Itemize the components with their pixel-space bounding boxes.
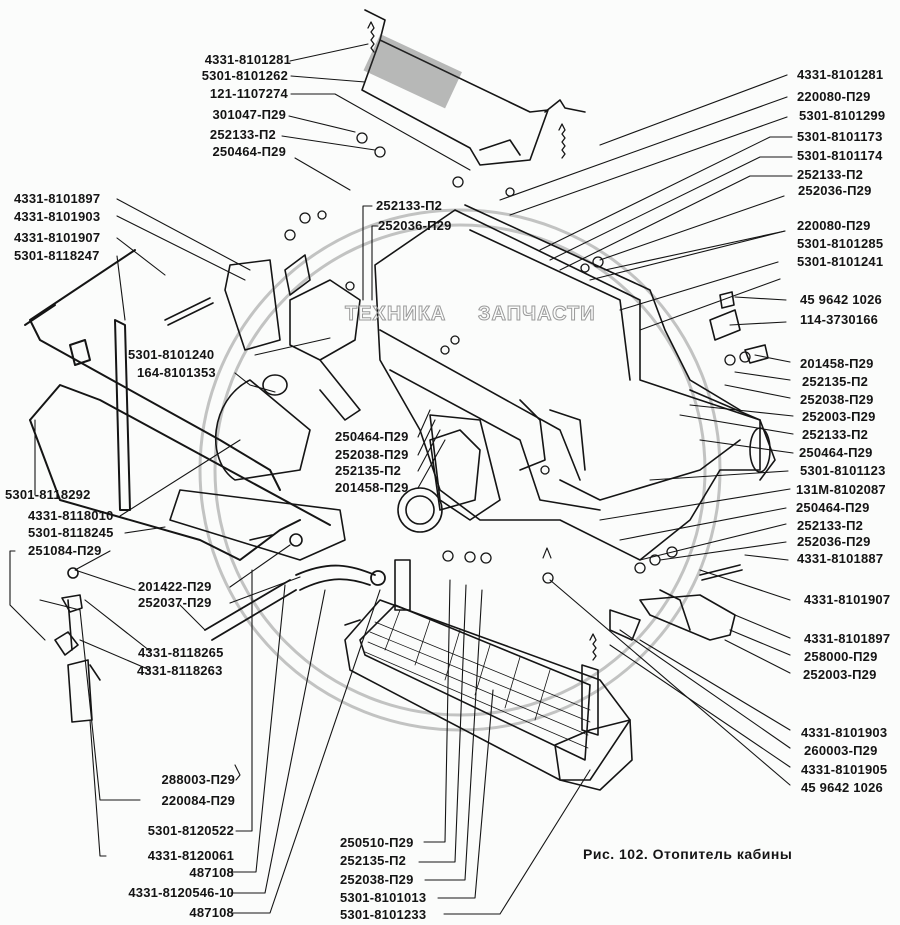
part-label: 5301-8101233 [340, 907, 427, 922]
damper-flap [361, 9, 586, 166]
part-label: 258000-П29 [804, 649, 878, 664]
part-label: 4331-8101903 [14, 209, 101, 224]
part-label: 5301-8118292 [5, 487, 91, 502]
part-label: 5301-8101285 [797, 236, 884, 251]
part-label: 5301-8101174 [797, 148, 883, 163]
leader-lines [9, 43, 794, 915]
heater-housing [374, 204, 776, 561]
part-label: 4331-8118010 [28, 508, 114, 523]
part-label: 5301-8101240 [128, 347, 215, 362]
latch-assembly [609, 291, 769, 641]
part-label: 252135-П2 [802, 374, 869, 389]
part-label: 201458-П29 [800, 356, 874, 371]
part-label: 250464-П29 [335, 429, 409, 444]
part-label: 131М-8102087 [796, 482, 886, 497]
part-label: 487108 [189, 865, 234, 880]
part-label: 4331-8101897 [14, 191, 101, 206]
hose [204, 564, 386, 641]
part-label: 252036-П29 [378, 218, 452, 233]
pin-and-clamp [54, 297, 214, 723]
part-label: 201422-П29 [138, 579, 212, 594]
part-label: 252036-П29 [797, 534, 871, 549]
part-label: 487108 [189, 905, 234, 920]
part-label: 252038-П29 [800, 392, 874, 407]
part-label: 252003-П29 [803, 667, 877, 682]
part-label: 252133-П2 [802, 427, 869, 442]
part-label: 250464-П29 [796, 500, 870, 515]
part-label: 45 9642 1026 [801, 780, 883, 795]
part-label: 252003-П29 [802, 409, 876, 424]
part-label: 251084-П29 [28, 543, 102, 558]
radiator-core [344, 559, 633, 791]
part-label: 4331-8101905 [801, 762, 888, 777]
part-label: 250464-П29 [212, 144, 286, 159]
part-label: 252038-П29 [335, 447, 409, 462]
fasteners [284, 132, 751, 584]
part-label: 260003-П29 [804, 743, 878, 758]
part-label: 45 9642 1026 [800, 292, 882, 307]
part-label: 4331-8101281 [204, 52, 291, 67]
part-label: 4331-8101907 [14, 230, 101, 245]
figure-caption: Рис. 102. Отопитель кабины [583, 846, 793, 862]
part-label: 252133-П2 [797, 518, 864, 533]
part-label: 5301-8101262 [201, 68, 288, 83]
spring [367, 21, 597, 661]
part-label: 114-3730166 [800, 312, 879, 327]
part-label: 252135-П2 [340, 853, 407, 868]
watermark-text-left: ТЕХНИКА [344, 303, 447, 326]
part-label: 252036-П29 [798, 183, 872, 198]
part-label: 4331-8118265 [138, 645, 224, 660]
part-label: 250510-П29 [340, 835, 414, 850]
part-label: 4331-8118263 [137, 663, 223, 678]
part-label: 252037-П29 [138, 595, 212, 610]
part-label: 252133-П2 [797, 167, 864, 182]
part-label: 220080-П29 [797, 218, 871, 233]
part-label: 5301-8118245 [28, 525, 114, 540]
part-label: 164-8101353 [137, 365, 216, 380]
part-label: 4331-8101897 [804, 631, 891, 646]
part-label: 252038-П29 [340, 872, 414, 887]
part-label: 4331-8101887 [797, 551, 884, 566]
part-label: 5301-8118247 [14, 248, 100, 263]
part-label: 5301-8101299 [799, 108, 886, 123]
part-label: 5301-8101123 [800, 463, 886, 478]
part-label: 252133-П2 [376, 198, 443, 213]
support-frame [24, 249, 331, 561]
part-label: 4331-8120546-10 [128, 885, 234, 900]
part-label: 252133-П2 [209, 127, 276, 142]
part-label: 288003-П29 [161, 772, 235, 787]
part-label: 5301-8120522 [147, 823, 234, 838]
part-label: 252135-П2 [335, 463, 402, 478]
part-label: 121-1107274 [209, 86, 288, 101]
watermark-text-right: ЗАПЧАСТИ [478, 303, 596, 326]
part-label: 220084-П29 [161, 793, 235, 808]
fan-motor [214, 254, 361, 481]
part-label: 5301-8101173 [797, 129, 883, 144]
part-label: 220080-П29 [797, 89, 871, 104]
part-label: 201458-П29 [335, 480, 409, 495]
part-label: 4331-8120061 [147, 848, 234, 863]
part-label: 301047-П29 [212, 107, 286, 122]
part-label: 5301-8101013 [340, 890, 427, 905]
part-label: 250464-П29 [799, 445, 873, 460]
part-label: 4331-8101281 [797, 67, 884, 82]
part-label: 5301-8101241 [797, 254, 884, 269]
pipe-bracket [169, 489, 346, 561]
part-label: 4331-8101907 [804, 592, 891, 607]
part-label: 4331-8101903 [801, 725, 888, 740]
